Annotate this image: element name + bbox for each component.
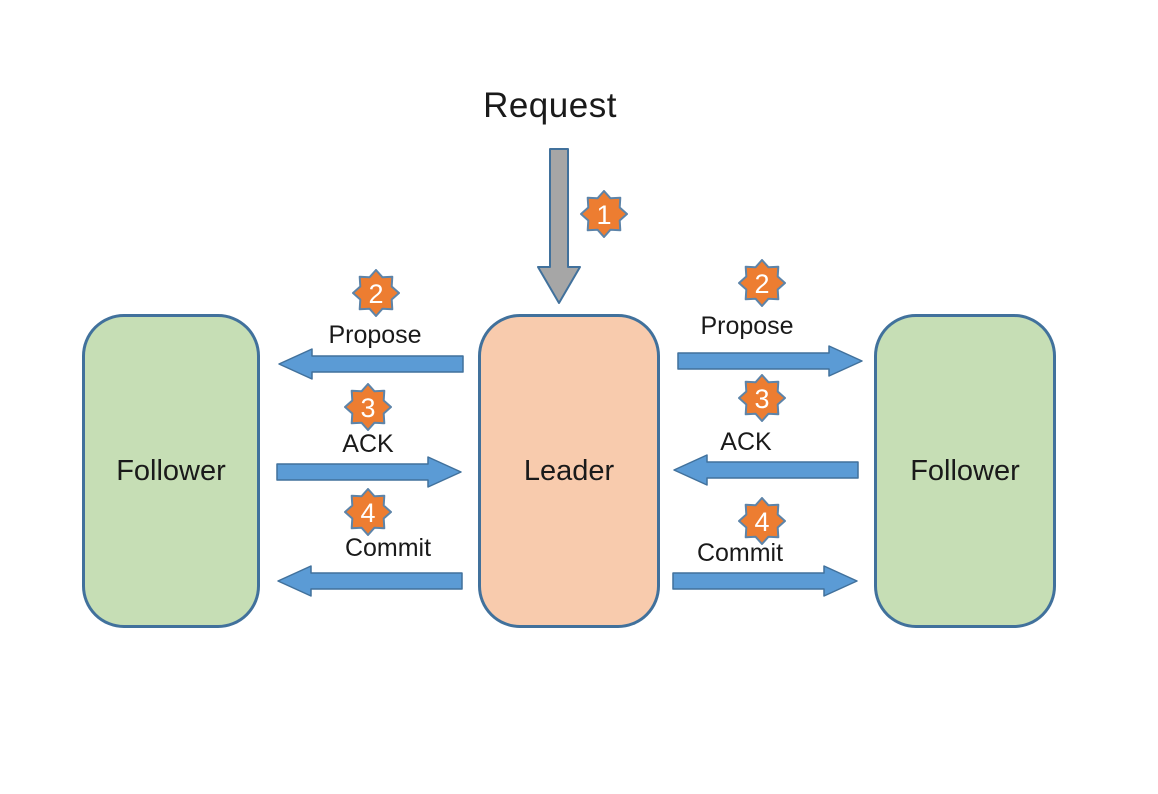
step-1-star-badge-icon: 1: [580, 190, 628, 238]
follower-right-label: Follower: [910, 454, 1020, 487]
left-step-3-star-badge-icon: 3: [344, 383, 392, 431]
left-propose-arrow-icon: [278, 348, 464, 380]
right-step-2-star-badge-icon: 2: [738, 259, 786, 307]
step-1-number: 1: [596, 200, 611, 230]
right-step-3-star-badge-icon: 3: [738, 374, 786, 422]
right-step-4-number: 4: [754, 507, 769, 537]
left-ack-label: ACK: [342, 430, 394, 458]
right-ack-label: ACK: [720, 428, 772, 456]
left-commit-label: Commit: [344, 534, 432, 562]
leader-node: Leader: [478, 314, 660, 628]
right-ack-arrow-icon: [673, 454, 859, 486]
request-title: Request: [483, 86, 617, 125]
right-propose-label: Propose: [700, 312, 794, 340]
leader-label: Leader: [523, 454, 615, 487]
left-propose-label: Propose: [328, 321, 422, 349]
right-commit-label: Commit: [696, 539, 784, 567]
follower-left-node: Follower: [82, 314, 260, 628]
request-down-arrow-icon: [537, 148, 581, 304]
right-step-2-number: 2: [754, 269, 769, 299]
follower-left-label: Follower: [116, 454, 226, 487]
follower-right-node: Follower: [874, 314, 1056, 628]
right-step-3-number: 3: [754, 384, 769, 414]
left-step-3-number: 3: [360, 393, 375, 423]
left-step-4-number: 4: [360, 498, 375, 528]
left-commit-arrow-icon: [277, 565, 463, 597]
left-step-2-star-badge-icon: 2: [352, 269, 400, 317]
right-step-4-star-badge-icon: 4: [738, 497, 786, 545]
left-ack-arrow-icon: [276, 456, 462, 488]
right-propose-arrow-icon: [677, 345, 863, 377]
right-commit-arrow-icon: [672, 565, 858, 597]
left-step-4-star-badge-icon: 4: [344, 488, 392, 536]
left-step-2-number: 2: [368, 279, 383, 309]
